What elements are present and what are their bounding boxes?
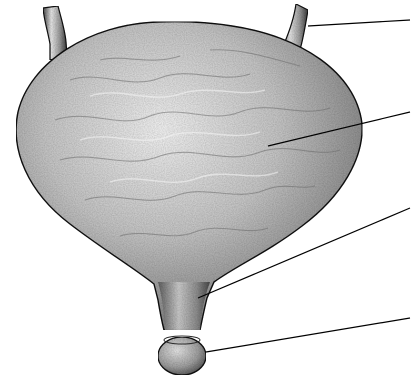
bladder-neck [158, 282, 210, 330]
leader-line-urethra [206, 318, 410, 352]
urethra-opening [158, 337, 206, 375]
leader-line-ureter [308, 20, 410, 26]
